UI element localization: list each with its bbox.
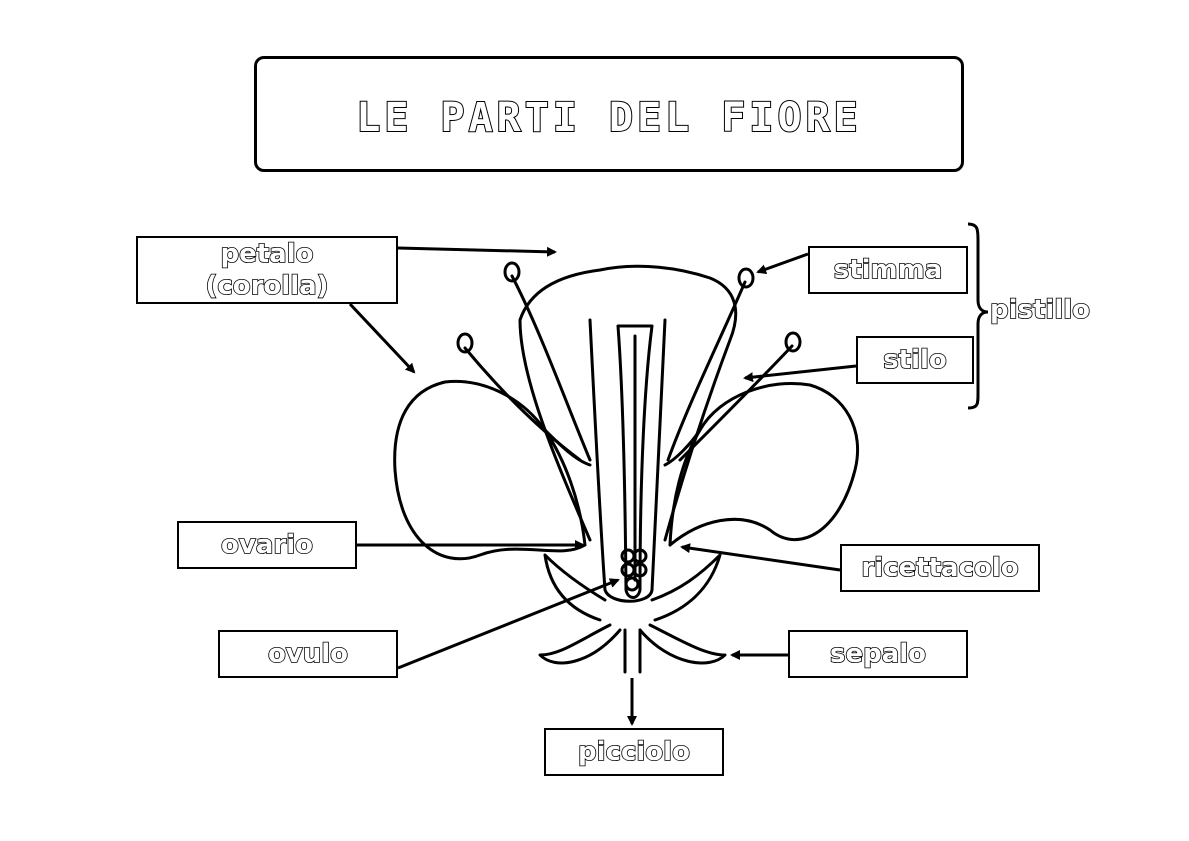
ovule-1 [620, 548, 636, 564]
label-ricettacolo: ricettacolo [840, 544, 1040, 592]
label-petalo-text: petalo [220, 238, 315, 270]
right-petal [668, 381, 860, 547]
receptacle [588, 318, 667, 603]
left-petal [393, 379, 587, 561]
arrow-ovulo [397, 578, 620, 670]
label-stimma: stimma [808, 246, 968, 294]
sepal-right [650, 553, 722, 622]
arrow-petalo-1 [397, 246, 557, 257]
title-box: LE PARTI DEL FIORE [254, 56, 964, 172]
pointer-arrows [348, 246, 857, 726]
label-picciolo: picciolo [544, 728, 724, 776]
stamen-right [666, 280, 747, 462]
flower-drawing [393, 261, 860, 674]
arrow-stilo [743, 364, 857, 383]
label-sepalo: sepalo [788, 630, 968, 678]
arrow-petalo-2 [348, 302, 416, 374]
label-petalo: petalo (corolla) [136, 236, 398, 304]
back-petal [518, 264, 738, 542]
arrow-ricettacolo [680, 543, 841, 572]
label-ovario: ovario [177, 521, 357, 569]
label-ovulo: ovulo [218, 630, 398, 678]
stamen-left [510, 274, 592, 462]
label-pistillo: pistillo [989, 294, 1091, 326]
pistillo-brace [967, 222, 989, 410]
pistil-style [616, 324, 654, 599]
sepal-left [543, 553, 607, 622]
label-corolla-text: (corolla) [205, 270, 330, 302]
page-title: LE PARTI DEL FIORE [355, 94, 862, 142]
label-stilo: stilo [856, 336, 974, 384]
arrow-stimma [756, 252, 809, 274]
